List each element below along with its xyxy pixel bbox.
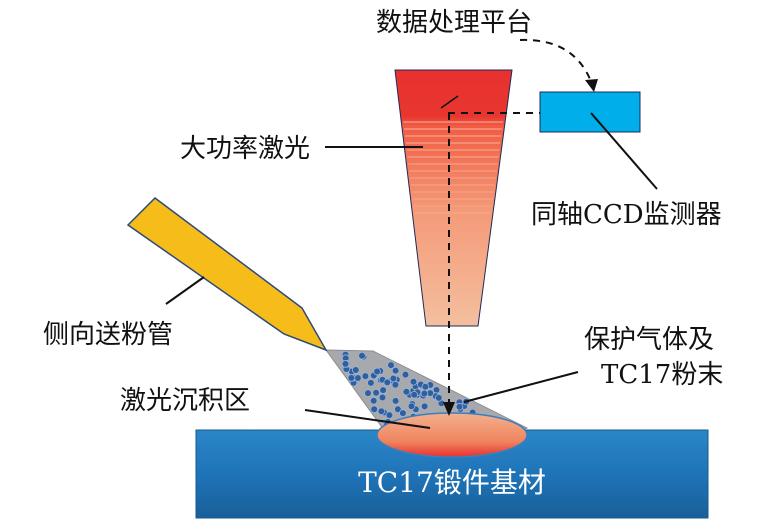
powder-particle <box>432 386 441 394</box>
melt-pool <box>376 412 528 458</box>
powder-particle <box>391 380 400 389</box>
powder-particle <box>377 407 386 416</box>
powder-particle <box>420 402 429 411</box>
shield-gas-label-line2: TC17粉末 <box>601 360 723 390</box>
powder-particle <box>351 366 360 374</box>
powder-particle <box>341 360 350 368</box>
powder-particle <box>378 393 387 402</box>
powder-particle <box>364 389 372 397</box>
leader-shield-gas <box>463 371 579 403</box>
powder-particle <box>361 372 370 380</box>
beam-path-arrowhead <box>443 402 455 416</box>
platform-arrow <box>519 38 593 85</box>
powder-nozzle <box>126 197 328 352</box>
leader-laser-inner <box>440 95 459 109</box>
ccd-monitor-box <box>539 91 641 133</box>
powder-particle <box>387 361 395 369</box>
powder-particle <box>420 389 429 398</box>
high-power-laser-label: 大功率激光 <box>180 134 310 164</box>
substrate-label: TC17锻件基材 <box>358 466 546 499</box>
side-powder-tube-label: 侧向送粉管 <box>43 320 173 350</box>
powder-particle <box>434 394 443 402</box>
powder-particle <box>401 370 410 379</box>
powder-particle <box>379 386 387 394</box>
laser-banding <box>403 121 504 214</box>
powder-particle <box>367 379 375 387</box>
powder-particle <box>399 409 407 417</box>
powder-particle <box>394 405 402 414</box>
leader-nozzle <box>165 276 205 305</box>
leader-deposition <box>304 409 431 429</box>
powder-particle <box>373 367 381 376</box>
powder-particle <box>385 411 394 419</box>
powder-particle <box>455 402 464 411</box>
powder-particle <box>409 377 418 386</box>
platform-arrowhead <box>585 79 598 92</box>
powder-particle <box>407 402 416 411</box>
powder-particle <box>391 366 400 375</box>
powder-particle <box>383 378 392 387</box>
deposition-zone-label: 激光沉积区 <box>120 386 250 416</box>
powder-particle <box>402 387 411 396</box>
powder-particle <box>391 397 400 405</box>
coaxial-ccd-label: 同轴CCD监测器 <box>531 200 722 230</box>
processing-platform-label: 数据处理平台 <box>376 8 532 38</box>
powder-particle <box>354 374 362 382</box>
powder-particle <box>421 382 430 391</box>
powder-particle <box>389 374 398 383</box>
powder-particle <box>347 374 356 382</box>
powder-particle <box>370 405 379 414</box>
laser-beam <box>394 69 513 327</box>
powder-particle <box>358 351 366 360</box>
powder-particle <box>410 390 419 399</box>
leader-ccd <box>590 112 658 190</box>
shield-gas-label-line1: 保护气体及 <box>584 325 714 355</box>
powder-particle <box>372 388 380 397</box>
powder-particle <box>369 396 378 405</box>
